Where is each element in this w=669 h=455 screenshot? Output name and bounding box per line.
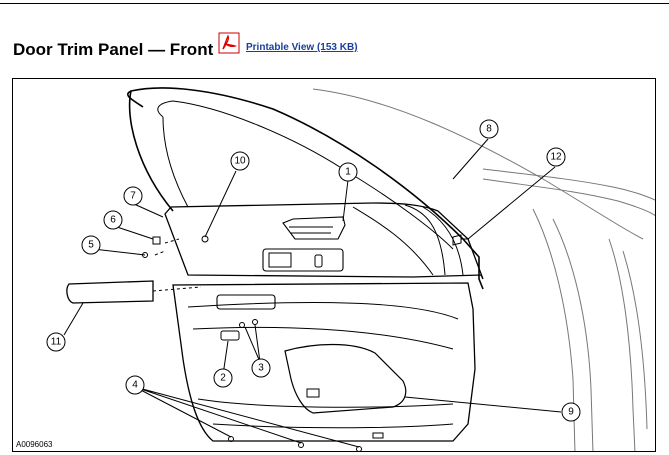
callout-3-label: 3 [258, 363, 264, 374]
top-rule [0, 3, 669, 4]
callout-10 [230, 151, 250, 171]
callout-6-label: 6 [110, 215, 116, 226]
handle-bezel [262, 248, 344, 272]
callout-7 [123, 186, 143, 206]
callout-1 [338, 162, 358, 182]
printable-view-link[interactable]: Printable View (153 KB) [218, 32, 358, 54]
page-title: Door Trim Panel — Front [13, 40, 214, 59]
callout-5 [81, 235, 101, 255]
callout-8-label: 8 [486, 124, 492, 135]
mirror-trim [66, 280, 154, 304]
callout-9 [561, 402, 581, 422]
callout-7-label: 7 [130, 191, 136, 202]
callout-1-label: 1 [345, 167, 351, 178]
printable-view-label: Printable View (153 KB) [246, 42, 358, 53]
door-frame-outline [127, 87, 484, 290]
callout-12-label: 12 [550, 152, 562, 163]
callout-10-label: 10 [234, 156, 246, 167]
callout-8 [479, 119, 499, 139]
callout-9-label: 9 [568, 407, 574, 418]
door-trim-diagram: 1 2 3 4 5 6 7 8 9 10 11 12 A0096063 [12, 78, 656, 452]
pull-cup [216, 294, 276, 310]
callout-3 [251, 358, 271, 378]
callout-11 [46, 332, 66, 352]
callout-4-label: 4 [132, 380, 138, 391]
callout-2-label: 2 [220, 373, 226, 384]
callout-12 [546, 147, 566, 167]
speaker-grille [284, 343, 407, 414]
callout-2 [213, 368, 233, 388]
door-glass-inner [157, 100, 454, 250]
callout-11-label: 11 [51, 337, 62, 348]
callout-4 [125, 375, 145, 395]
callout-6 [103, 210, 123, 230]
trim-panel-upper [164, 202, 484, 280]
switch-assembly [282, 216, 346, 240]
callout-5-label: 5 [88, 240, 94, 251]
pdf-icon [218, 32, 240, 54]
figure-id: A0096063 [16, 440, 53, 449]
trim-panel-lower [172, 282, 476, 442]
